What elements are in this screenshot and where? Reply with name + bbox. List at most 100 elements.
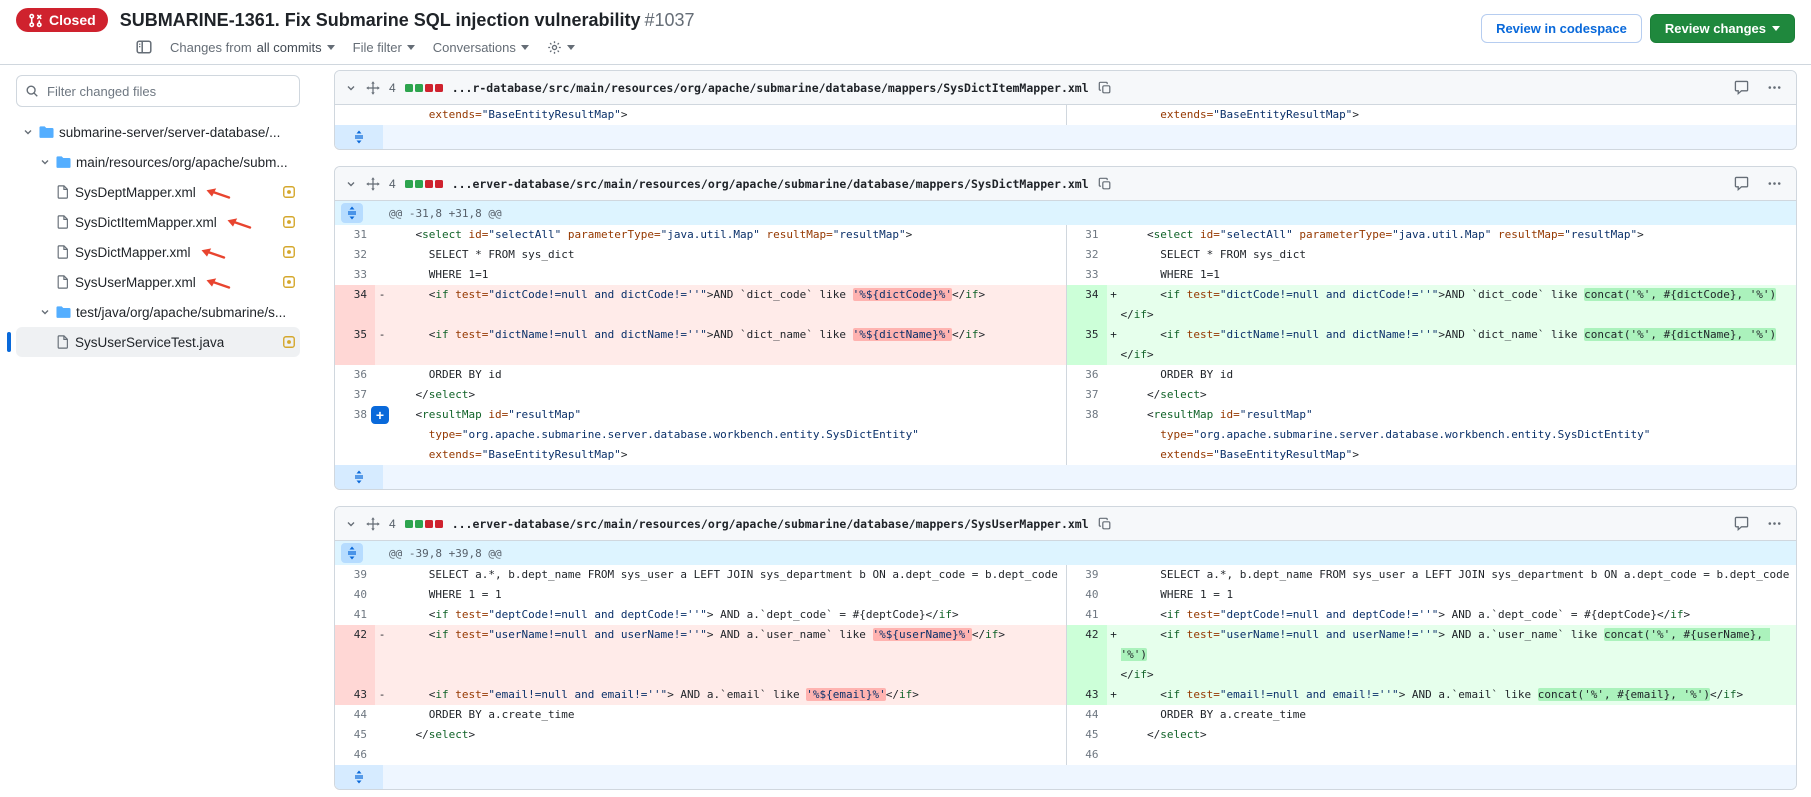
diff-sign <box>375 225 389 245</box>
line-number[interactable] <box>1067 105 1107 125</box>
drag-handle-move-icon[interactable] <box>366 80 380 95</box>
line-number[interactable]: 39 <box>353 568 367 581</box>
kebab-menu-icon[interactable] <box>1767 516 1782 531</box>
file-modified-icon <box>282 215 296 229</box>
line-number[interactable]: 38 <box>1085 408 1099 421</box>
copy-path-icon[interactable] <box>1098 177 1112 191</box>
filter-files-input[interactable] <box>16 75 300 107</box>
tree-file-sysdeptmapper-xml[interactable]: SysDeptMapper.xml <box>16 177 300 207</box>
drag-handle-move-icon[interactable] <box>366 176 380 191</box>
add-comment-button[interactable]: + <box>371 406 389 424</box>
review-in-codespace-button[interactable]: Review in codespace <box>1481 14 1642 43</box>
copy-path-icon[interactable] <box>1098 517 1112 531</box>
diff-cell: extends="BaseEntityResultMap"> <box>335 105 1066 125</box>
line-number[interactable]: 46 <box>1085 748 1099 761</box>
code-line: <if test="dictCode!=null and dictCode!='… <box>389 288 986 301</box>
line-number[interactable]: 32 <box>1085 248 1099 261</box>
line-number[interactable]: 38 <box>353 408 367 421</box>
annotation-arrow-icon <box>203 275 231 290</box>
tree-item-label: SysDeptMapper.xml <box>75 184 196 200</box>
tree-item-label: test/java/org/apache/submarine/s... <box>76 304 287 320</box>
line-number[interactable]: 37 <box>353 388 367 401</box>
line-number[interactable]: 45 <box>1085 728 1099 741</box>
tree-folder-submarine-server-server-database[interactable]: submarine-server/server-database/... <box>16 117 300 147</box>
diff-cell: 43+ <if test="email!=null and email!=''"… <box>1065 685 1796 705</box>
diff-file-header: 4...erver-database/src/main/resources/or… <box>335 167 1796 201</box>
diff-cell: 32 SELECT * FROM sys_dict <box>335 245 1066 265</box>
tree-file-sysusermapper-xml[interactable]: SysUserMapper.xml <box>16 267 300 297</box>
expand-diff-button[interactable] <box>335 465 383 489</box>
diff-cell: 45 </select> <box>1065 725 1796 745</box>
line-number[interactable]: 43 <box>1066 685 1107 705</box>
line-number[interactable]: 31 <box>353 228 367 241</box>
changes-from-dropdown[interactable]: Changes from all commits <box>170 40 335 55</box>
line-number[interactable]: 46 <box>353 748 367 761</box>
line-number[interactable]: 36 <box>353 368 367 381</box>
line-number[interactable]: 37 <box>1085 388 1099 401</box>
code-line: WHERE 1 = 1 <box>389 588 502 601</box>
line-number[interactable]: 45 <box>353 728 367 741</box>
kebab-menu-icon[interactable] <box>1767 176 1782 191</box>
diff-sign: + <box>1110 328 1117 341</box>
drag-handle-move-icon[interactable] <box>366 516 380 531</box>
comment-icon[interactable] <box>1734 516 1749 531</box>
line-number[interactable]: 42 <box>335 625 375 685</box>
line-number[interactable]: 32 <box>353 248 367 261</box>
comment-icon[interactable] <box>1734 176 1749 191</box>
collapse-file-chevron-icon[interactable] <box>345 518 357 530</box>
line-number[interactable]: 44 <box>1085 708 1099 721</box>
line-number[interactable]: 44 <box>353 708 367 721</box>
diff-sign: - <box>378 688 386 701</box>
diff-settings-dropdown[interactable] <box>547 40 575 55</box>
line-number[interactable]: 40 <box>353 588 367 601</box>
diff-sign: + <box>1110 288 1117 301</box>
file-tree-toggle-button[interactable] <box>136 39 152 55</box>
line-number[interactable]: 41 <box>1085 608 1099 621</box>
copy-path-icon[interactable] <box>1098 81 1112 95</box>
tree-folder-test-java-org-apache-submarine-s[interactable]: test/java/org/apache/submarine/s... <box>16 297 300 327</box>
file-icon <box>56 245 70 259</box>
line-number[interactable]: 43 <box>335 685 375 705</box>
code-line: ORDER BY a.create_time <box>1120 708 1306 721</box>
tree-file-sysuserservicetest-java[interactable]: SysUserServiceTest.java <box>7 327 300 357</box>
line-number[interactable]: 33 <box>1085 268 1099 281</box>
line-number[interactable]: 39 <box>1085 568 1099 581</box>
expand-diff-row <box>335 465 1796 489</box>
comment-icon[interactable] <box>1734 80 1749 95</box>
conversations-dropdown[interactable]: Conversations <box>433 40 529 55</box>
line-number[interactable]: 35 <box>1066 325 1107 365</box>
expand-diff-button[interactable] <box>335 125 383 149</box>
line-number[interactable]: 41 <box>353 608 367 621</box>
diff-cell: 44 ORDER BY a.create_time <box>335 705 1066 725</box>
line-number[interactable]: 34 <box>335 285 375 325</box>
file-tree-sidebar: submarine-server/server-database/...main… <box>0 65 316 793</box>
line-number[interactable] <box>335 105 375 125</box>
review-changes-button[interactable]: Review changes <box>1649 14 1795 43</box>
tree-file-sysdictitemmapper-xml[interactable]: SysDictItemMapper.xml <box>16 207 300 237</box>
diff-sign <box>1107 245 1121 265</box>
changed-files-tree: submarine-server/server-database/...main… <box>7 117 300 357</box>
file-filter-dropdown[interactable]: File filter <box>353 40 415 55</box>
line-number[interactable]: 31 <box>1085 228 1099 241</box>
collapse-file-chevron-icon[interactable] <box>345 82 357 94</box>
line-number[interactable]: 40 <box>1085 588 1099 601</box>
changes-count: 4 <box>389 516 396 531</box>
expand-hunk-button[interactable] <box>341 203 363 223</box>
expand-hunk-button[interactable] <box>341 543 363 563</box>
line-number[interactable]: 34 <box>1066 285 1107 325</box>
file-path-link[interactable]: ...erver-database/src/main/resources/org… <box>451 516 1089 531</box>
collapse-file-chevron-icon[interactable] <box>345 178 357 190</box>
file-path-link[interactable]: ...r-database/src/main/resources/org/apa… <box>451 80 1089 95</box>
tree-file-sysdictmapper-xml[interactable]: SysDictMapper.xml <box>16 237 300 267</box>
line-number[interactable]: 42 <box>1066 625 1107 685</box>
line-number[interactable]: 35 <box>335 325 375 365</box>
expand-diff-button[interactable] <box>335 765 383 789</box>
diff-file-sysusermapper-xml: 4 ...erver-database/src/main/resources/or… <box>334 506 1797 790</box>
diff-cell: 35- <if test="dictName!=null and dictNam… <box>335 325 1066 365</box>
line-number[interactable]: 36 <box>1085 368 1099 381</box>
line-number[interactable]: 33 <box>353 268 367 281</box>
tree-folder-main-resources-org-apache-subm[interactable]: main/resources/org/apache/subm... <box>16 147 300 177</box>
file-path-link[interactable]: ...erver-database/src/main/resources/org… <box>451 176 1089 191</box>
kebab-menu-icon[interactable] <box>1767 80 1782 95</box>
